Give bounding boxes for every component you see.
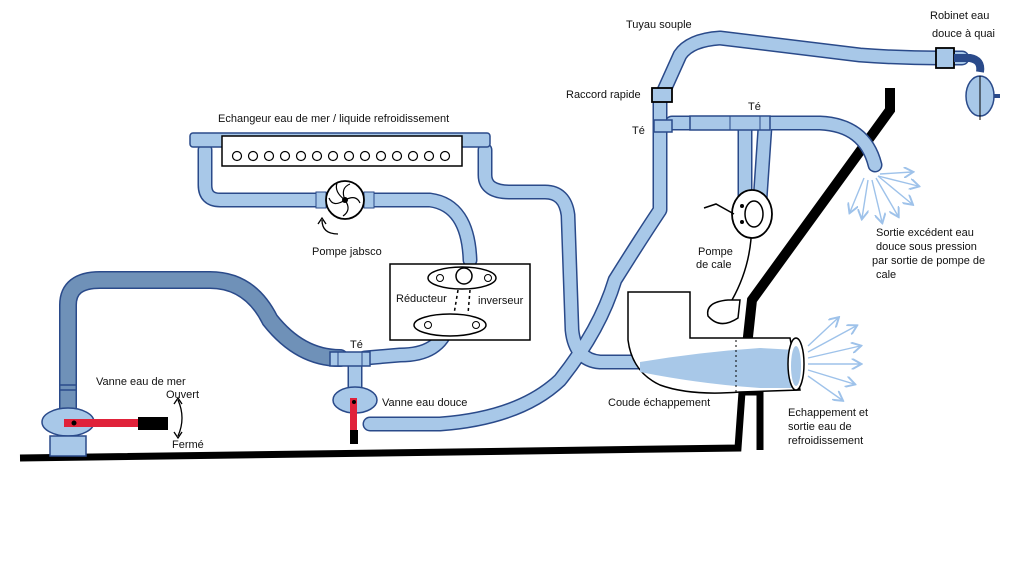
jabsco-pump [315,180,375,235]
labels: Tuyau souple Robinet eau douce à quai Ra… [96,10,995,451]
label-raccord-rapide: Raccord rapide [566,89,641,101]
freshwater-tee [329,351,371,367]
label-echangeur: Echangeur eau de mer / liquide refroidis… [218,113,449,125]
bilge-outflow-spray [850,172,918,222]
label-pompe-de-cale-1: Pompe [698,246,733,258]
label-te-top: Té [748,101,761,113]
sea-water-valve [41,407,168,457]
label-echappement-1: Echappement et [788,407,868,419]
dock-faucet [935,47,1000,120]
sea-water-intake-hose [59,271,349,424]
rotation-arrow-icon [321,219,339,235]
label-robinet-eau-1: Robinet eau [930,10,989,22]
label-echappement-3: refroidissement [788,435,863,447]
label-robinet-eau-2: douce à quai [932,28,995,40]
label-reducteur: Réducteur [396,293,447,305]
label-coude-echappement: Coude échappement [608,397,710,409]
label-sortie-2: douce sous pression [876,241,977,253]
reducer-inverter [389,263,531,341]
light-water-hoses [197,30,970,432]
label-echappement-2: sortie eau de [788,421,852,433]
label-ferme: Fermé [172,439,204,451]
label-sortie-1: Sortie excédent eau [876,227,974,239]
label-te-bottom: Té [350,339,363,351]
label-sortie-3: par sortie de pompe de [872,255,985,267]
label-inverseur: inverseur [478,295,524,307]
freshwater-valve [332,386,378,444]
label-pompe-de-cale-2: de cale [696,259,731,271]
label-sortie-4: cale [876,269,896,281]
quick-connector [651,87,673,103]
exhaust-elbow [627,291,805,394]
label-tuyau-souple: Tuyau souple [626,19,692,31]
top-tee [653,115,771,133]
heat-exchanger [189,132,491,167]
label-vanne-eau-douce: Vanne eau douce [382,397,467,409]
open-close-arrow-icon [173,396,183,440]
label-ouvert: Ouvert [166,389,199,401]
label-vanne-eau-de-mer: Vanne eau de mer [96,376,186,388]
label-te-left: Té [632,125,645,137]
exhaust-spray [807,318,860,400]
label-pompe-jabsco: Pompe jabsco [312,246,382,258]
bilge-pump [703,189,773,325]
